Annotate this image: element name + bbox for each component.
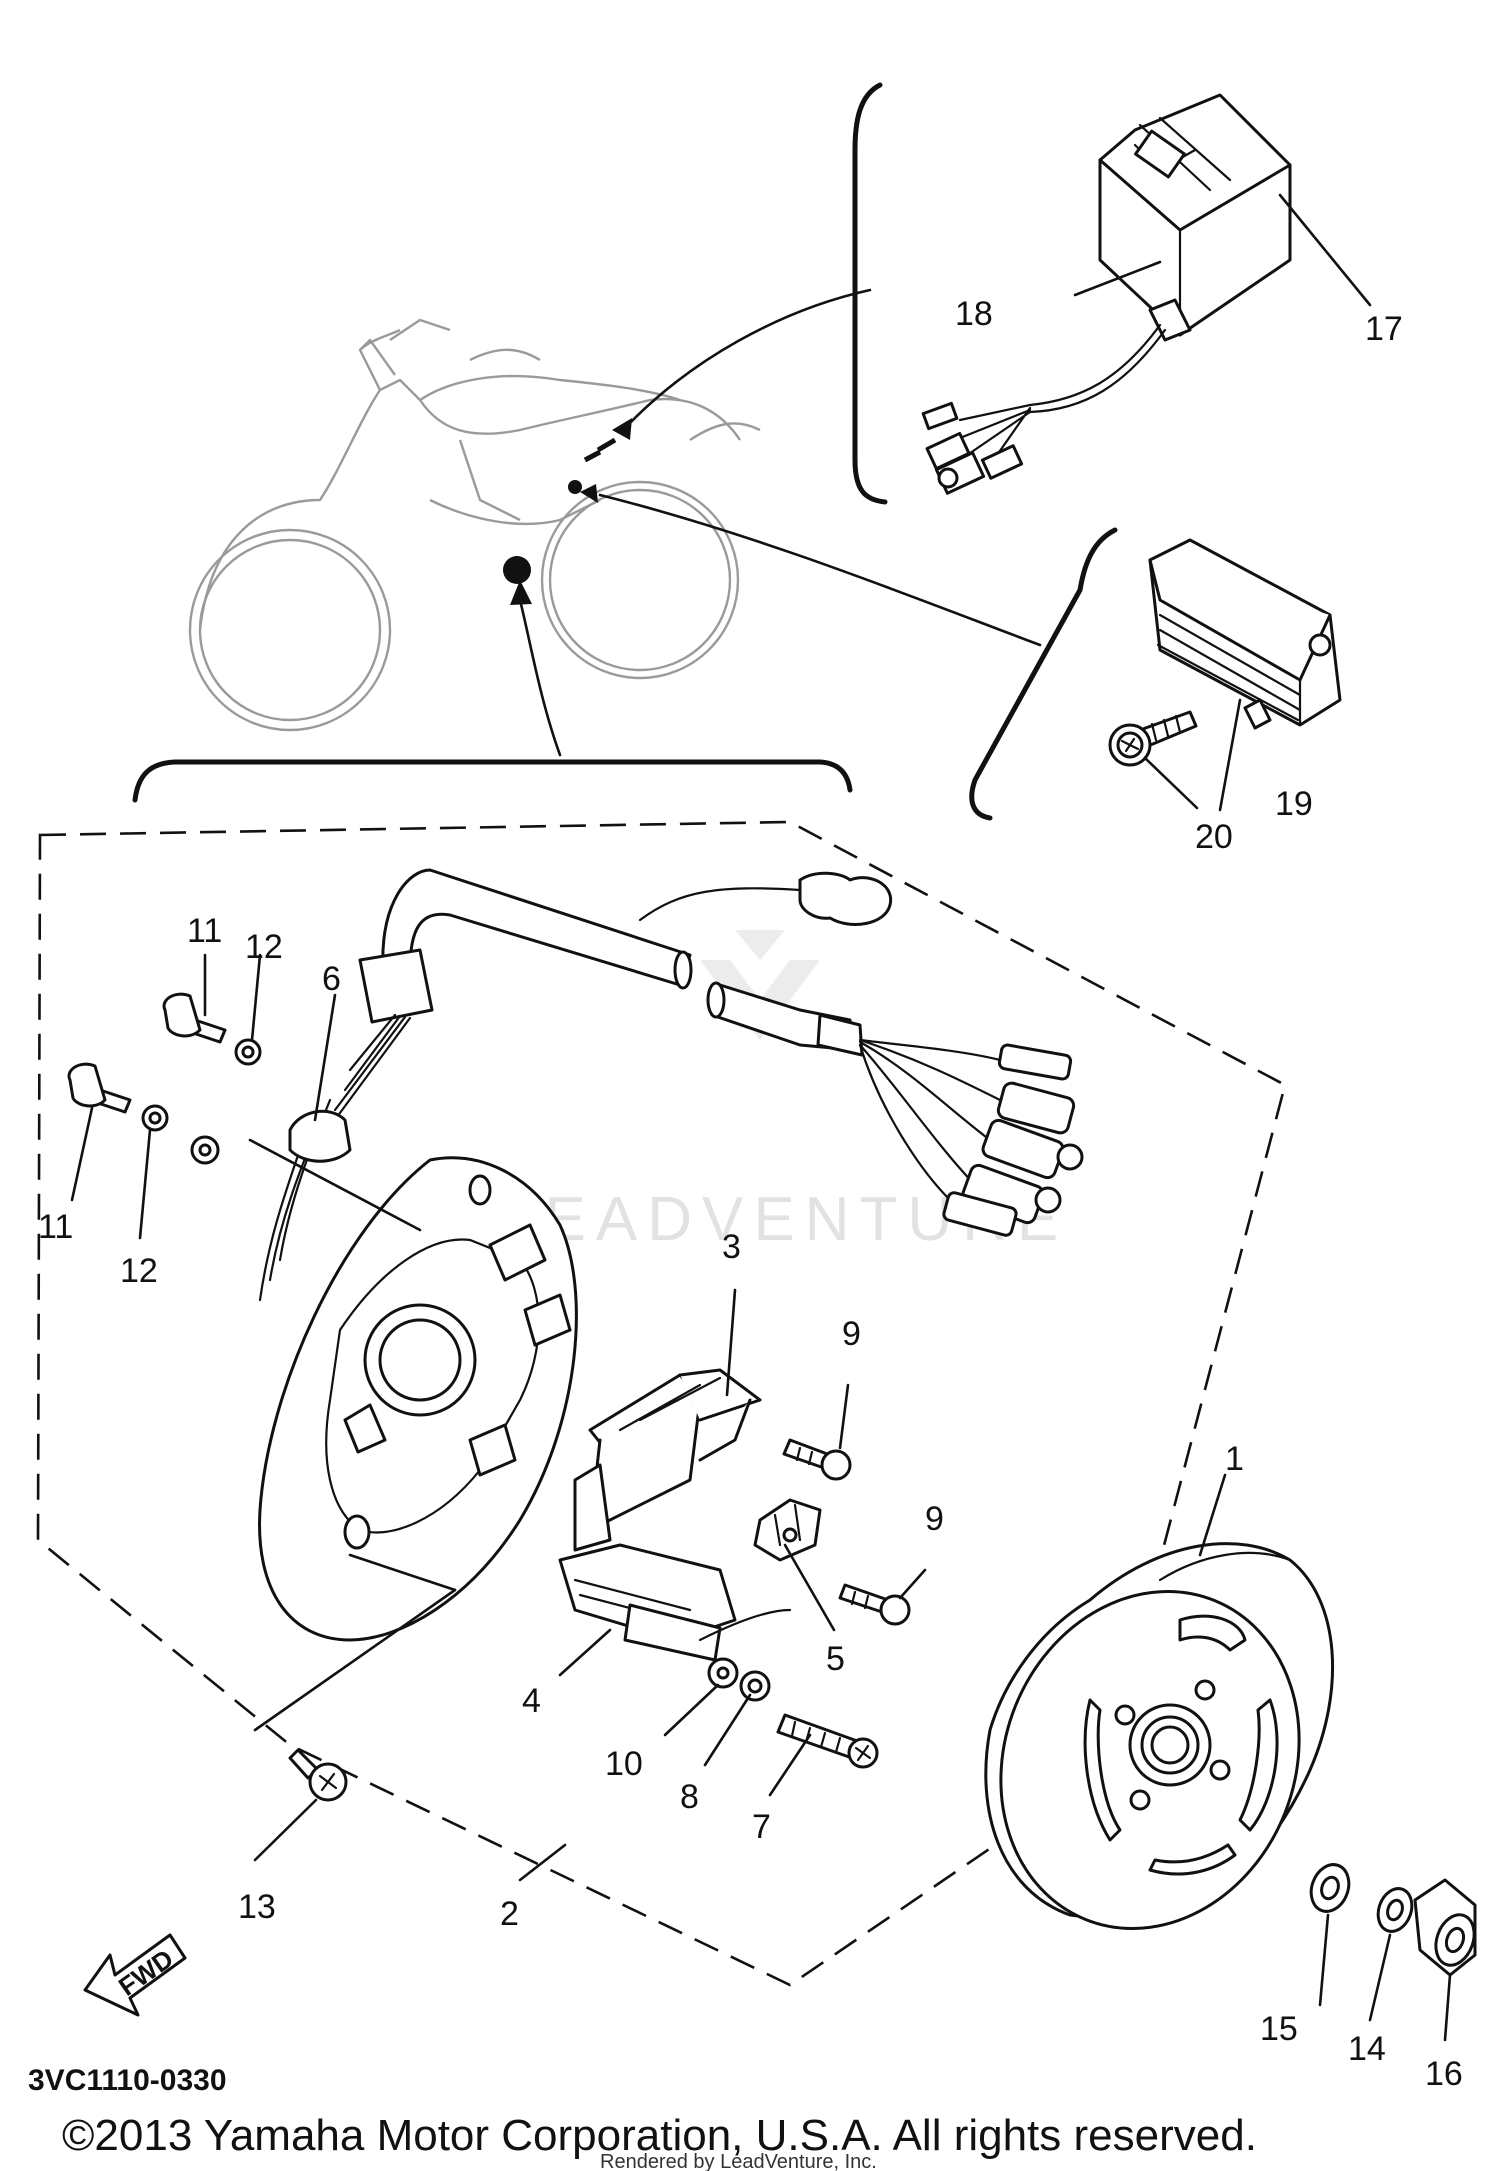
source-coil-4: [558, 1543, 792, 1662]
diagram-code: 3VC1110-0330: [28, 2064, 227, 2097]
copyright-notice: ©2013 Yamaha Motor Corporation, U.S.A. A…: [62, 2111, 1257, 2160]
arrow-to-cdi: [623, 288, 872, 430]
magneto-location-dot: [503, 556, 531, 584]
flywheel-rotor-1: [984, 1542, 1335, 1930]
washer-10: [707, 1657, 739, 1689]
lighting-coil-5: [753, 1498, 822, 1562]
washer-12-upper: [234, 1038, 262, 1066]
callout-19: 19: [1275, 785, 1313, 823]
callout-3: 3: [722, 1228, 741, 1266]
callout-12-lower: 12: [120, 1252, 158, 1290]
stator-base-plate: [258, 1156, 578, 1642]
callout-18: 18: [955, 295, 993, 333]
callout-labels: 1 2 3 4 5 6 7 8 9 9 10 11 11 12 12 13 14…: [38, 295, 1463, 2093]
callout-17: 17: [1365, 310, 1403, 348]
callout-20: 20: [1195, 818, 1233, 856]
leader-lines: [70, 193, 1452, 2042]
regulator-location-dot: [568, 480, 582, 494]
cdi-location-marks: [583, 437, 617, 463]
callout-4: 4: [522, 1682, 541, 1720]
fwd-arrow: FWD: [83, 1933, 187, 2017]
cdi-bracket: [852, 82, 888, 505]
callout-10: 10: [605, 1745, 643, 1783]
screw-20: [1108, 710, 1198, 767]
screw-11-lower: [67, 1062, 132, 1114]
pulser-coil-3: [573, 1368, 762, 1552]
motorcycle-silhouette: [188, 318, 761, 732]
callout-11-upper: 11: [187, 912, 222, 950]
callout-9-lower: 9: [925, 1500, 944, 1538]
callout-9-upper: 9: [842, 1315, 861, 1353]
screw-9-lower: [838, 1583, 911, 1626]
screw-11-upper: [162, 992, 227, 1044]
washer-8: [739, 1670, 771, 1702]
cable-clamp-6: [288, 1109, 352, 1163]
magneto-group-bracket: [132, 759, 853, 803]
regulator-bracket: [969, 527, 1118, 821]
callout-13: 13: [238, 1888, 276, 1926]
callout-8: 8: [680, 1778, 699, 1816]
callout-12-upper: 12: [245, 928, 283, 966]
callout-2: 2: [500, 1895, 519, 1933]
screw-13: [288, 1748, 348, 1802]
callout-11-lower: 11: [38, 1208, 73, 1246]
stator-group-boundary: [36, 820, 1287, 1987]
callout-16: 16: [1425, 2055, 1463, 2093]
screw-7: [776, 1713, 879, 1769]
arrow-to-magneto: [518, 598, 562, 757]
wire-harness: [258, 868, 1084, 1302]
callout-14: 14: [1348, 2030, 1386, 2068]
arrow-to-regulator: [598, 493, 1042, 647]
regulator: [1148, 538, 1342, 730]
washer-12-lower: [141, 1104, 169, 1132]
callout-1: 1: [1225, 1440, 1244, 1478]
callout-5: 5: [826, 1640, 845, 1678]
callout-15: 15: [1260, 2010, 1298, 2048]
ground-terminal: [190, 1135, 220, 1165]
callout-6: 6: [322, 960, 341, 998]
washer-15: [1309, 1863, 1351, 1913]
cdi-unit: [921, 93, 1292, 495]
screw-9-upper: [782, 1438, 852, 1481]
callout-7: 7: [752, 1808, 771, 1846]
rendered-by-notice: Rendered by LeadVenture, Inc.: [600, 2151, 877, 2171]
nut-16: [1413, 1878, 1477, 1977]
lock-washer-14: [1376, 1887, 1414, 1933]
